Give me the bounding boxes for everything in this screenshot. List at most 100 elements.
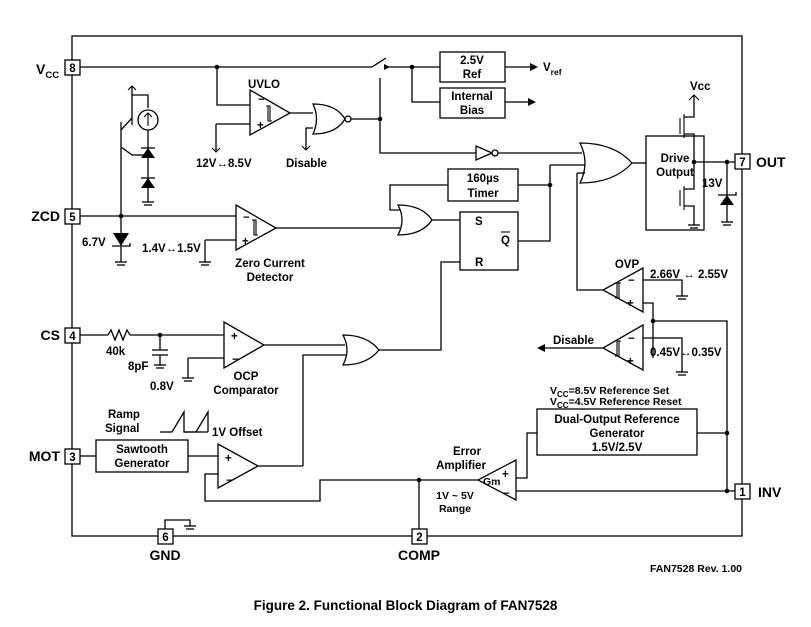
svg-text:−: − [232, 354, 239, 366]
svg-text:MOT: MOT [29, 448, 61, 464]
svg-text:INV: INV [758, 484, 782, 500]
svg-text:Generator: Generator [590, 428, 645, 440]
uvlo-nor-gate: Disable [286, 78, 476, 170]
svg-text:OCP: OCP [234, 371, 259, 383]
disable-comparator: − + Disable 0.45V↔0.35V [537, 318, 728, 491]
svg-text:VCC=4.5V Reference Reset: VCC=4.5V Reference Reset [550, 396, 682, 410]
pin-comp: 2 COMP [398, 528, 440, 563]
svg-text:5: 5 [69, 212, 76, 224]
svg-text:8: 8 [69, 63, 76, 75]
ramp-signal: Ramp Signal 1V Offset [105, 409, 263, 439]
svg-text:−: − [226, 475, 233, 487]
svg-text:Gm: Gm [483, 476, 501, 488]
svg-text:Ref: Ref [463, 69, 482, 81]
sawtooth-generator: Sawtooth Generator [80, 439, 218, 473]
svg-text:13V: 13V [702, 178, 723, 190]
svg-text:Disable: Disable [553, 335, 594, 347]
svg-text:2.66V ↔ 2.55V: 2.66V ↔ 2.55V [650, 269, 728, 281]
svg-text:Vcc: Vcc [690, 81, 711, 93]
svg-text:1V ~ 5V: 1V ~ 5V [436, 490, 474, 502]
svg-text:2.5V: 2.5V [460, 55, 484, 67]
svg-text:1.4V↔1.5V: 1.4V↔1.5V [142, 243, 201, 255]
pin-zcd: 5 ZCD [31, 208, 81, 225]
ocp-comparator: + − 0.8V OCP Comparator [150, 320, 345, 397]
output-inverter [475, 145, 582, 161]
svg-text:2: 2 [416, 532, 422, 544]
svg-text:3: 3 [69, 452, 75, 464]
zcd-or-gate [396, 204, 460, 236]
svg-text:Disable: Disable [286, 158, 327, 170]
figure-caption: Figure 2. Functional Block Diagram of FA… [253, 598, 558, 613]
svg-text:OVP: OVP [615, 259, 640, 271]
svg-text:Q: Q [501, 235, 510, 247]
svg-text:6: 6 [162, 532, 168, 544]
uvlo-comparator: − + UVLO 12V↔8.5V [196, 67, 313, 170]
pin-inv: 1 INV [734, 483, 782, 500]
svg-text:+: + [225, 453, 232, 465]
svg-text:6.7V: 6.7V [82, 237, 106, 249]
svg-text:S: S [475, 216, 483, 228]
svg-text:Bias: Bias [460, 105, 484, 117]
chip-outline [71, 35, 743, 537]
pin-out: 7 OUT [734, 153, 786, 170]
pin-cs: 4 CS [41, 327, 81, 344]
svg-text:7: 7 [739, 157, 745, 169]
svg-text:Output: Output [656, 167, 694, 179]
svg-text:OUT: OUT [756, 154, 786, 170]
drive-output-block: Drive Output Vcc 13V [645, 81, 737, 231]
svg-text:VCC=8.5V Reference Set: VCC=8.5V Reference Set [550, 385, 670, 399]
pin-vcc: 8 VCC [36, 59, 81, 81]
svg-text:12V↔8.5V: 12V↔8.5V [196, 158, 252, 170]
svg-text:ZCD: ZCD [31, 208, 60, 224]
svg-text:Range: Range [439, 503, 471, 515]
ref-block: 2.5V Ref Vref [439, 51, 562, 83]
sr-latch: S R Q [459, 165, 551, 271]
svg-text:+: + [231, 331, 238, 343]
cs-filter: 40k 8pF [80, 328, 224, 373]
zcd-input: 6.7V [80, 215, 236, 266]
svg-text:1.5V/2.5V: 1.5V/2.5V [592, 442, 643, 454]
revision-label: FAN7528 Rev. 1.00 [650, 563, 742, 575]
svg-text:Internal: Internal [451, 91, 493, 103]
gnd-connection [164, 519, 196, 530]
svg-text:Generator: Generator [115, 458, 170, 470]
internal-bias-block: Internal Bias [439, 87, 536, 119]
svg-text:Signal: Signal [105, 423, 140, 435]
svg-text:Drive: Drive [661, 153, 690, 165]
svg-text:+: + [242, 236, 249, 248]
svg-text:8pF: 8pF [128, 361, 148, 373]
svg-text:UVLO: UVLO [248, 79, 280, 91]
pwm-comparator: + − [217, 442, 303, 490]
svg-text:Timer: Timer [467, 188, 499, 200]
svg-text:0.45V↔0.35V: 0.45V↔0.35V [650, 347, 722, 359]
reset-or-gate [302, 261, 460, 466]
svg-text:40k: 40k [106, 346, 126, 358]
ovp-comparator: − + OVP 2.66V ↔ 2.55V [576, 173, 728, 358]
svg-text:+: + [627, 298, 634, 310]
svg-text:GND: GND [149, 547, 180, 563]
svg-text:Dual-Output Reference: Dual-Output Reference [554, 414, 679, 426]
svg-text:−: − [243, 212, 250, 224]
svg-text:Zero Current: Zero Current [235, 258, 305, 270]
pin-mot: 3 MOT [29, 448, 81, 465]
svg-text:0.8V: 0.8V [150, 381, 174, 393]
svg-text:+: + [257, 120, 264, 132]
svg-text:R: R [475, 257, 484, 269]
svg-text:Amplifier: Amplifier [436, 460, 486, 472]
timer-block: 160µs Timer [389, 168, 553, 211]
pin-gnd: 6 GND [149, 528, 181, 563]
svg-text:CS: CS [41, 327, 60, 343]
zcd-comparator: − + 1.4V↔1.5V Zero Current Detector [142, 203, 400, 284]
output-or-gate [550, 142, 646, 184]
svg-text:Comparator: Comparator [213, 385, 279, 397]
svg-text:−: − [503, 488, 510, 500]
zcd-clamp-stack [118, 85, 159, 219]
svg-text:+: + [502, 469, 509, 481]
svg-text:Ramp: Ramp [108, 409, 140, 421]
svg-text:1V Offset: 1V Offset [212, 427, 263, 439]
svg-text:Error: Error [453, 446, 482, 458]
svg-text:1: 1 [739, 487, 746, 499]
svg-text:Vref: Vref [543, 62, 562, 77]
vcc-rail [80, 57, 538, 103]
error-amplifier: + − Gm Error Amplifier 1V ~ 5V Range [204, 446, 735, 529]
